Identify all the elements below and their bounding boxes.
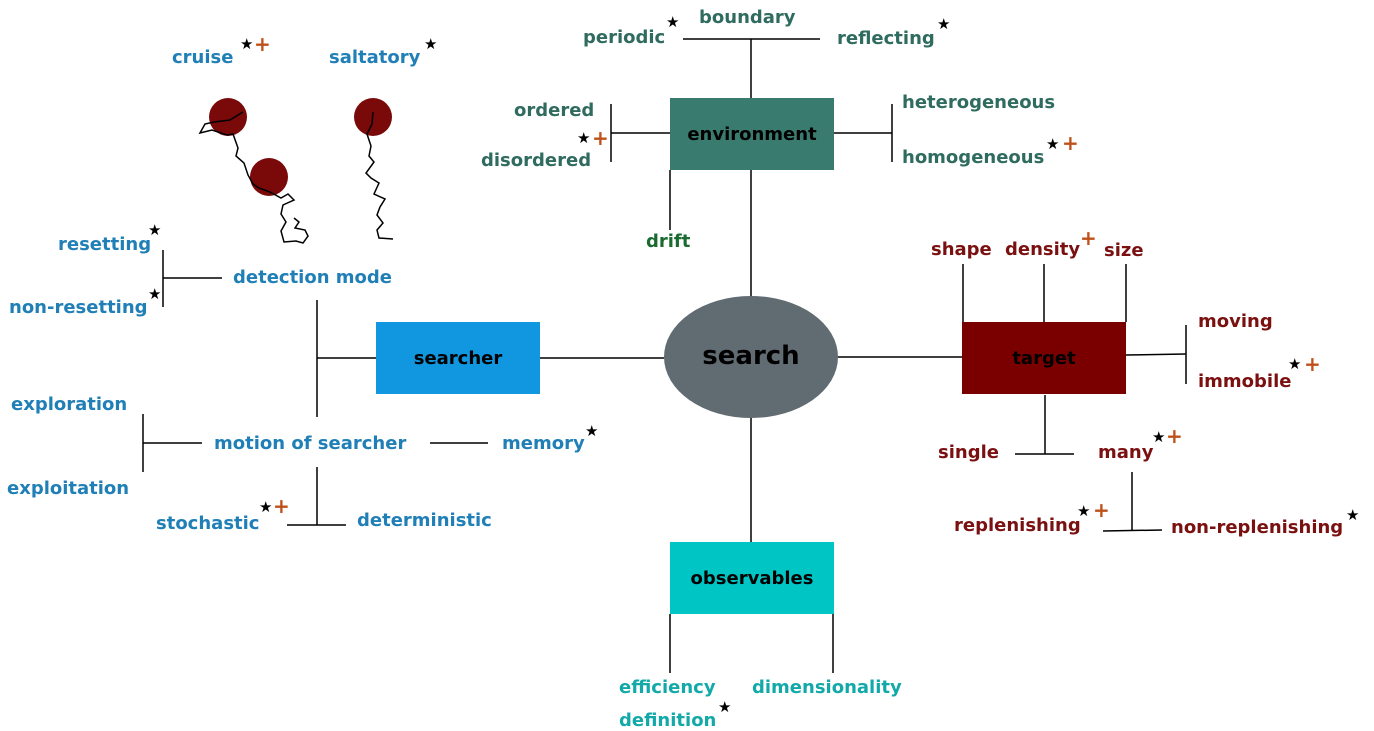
stochastic-label: stochastic: [156, 513, 260, 534]
shape-label: shape: [931, 239, 992, 260]
resetting-label: resetting: [58, 234, 152, 255]
plus-marker: +: [1166, 424, 1183, 448]
star-marker: ★: [240, 35, 254, 53]
searcher-box: searcher: [376, 322, 540, 394]
immobile-label: immobile: [1198, 371, 1292, 392]
size-label: size: [1104, 240, 1144, 261]
exploitation-label: exploitation: [7, 478, 130, 499]
deterministic-label: deterministic: [357, 510, 492, 531]
target-box: target: [962, 322, 1126, 394]
periodic-label: periodic: [583, 27, 666, 48]
search-center-label: search: [702, 341, 800, 371]
plus-marker: +: [1080, 226, 1097, 250]
environment-box: environment: [670, 98, 834, 170]
saltatory-label: saltatory: [329, 47, 421, 68]
star-marker: ★: [577, 129, 591, 147]
detection-mode-label: detection mode: [233, 267, 393, 288]
plus-marker: +: [592, 126, 609, 150]
plus-marker: +: [254, 32, 271, 56]
star-marker: ★: [148, 221, 162, 239]
star-marker: ★: [1077, 502, 1091, 520]
non-resetting-label: non-resetting: [9, 297, 148, 318]
plus-marker: +: [273, 494, 290, 518]
star-marker: ★: [1152, 428, 1166, 446]
star-marker: ★: [585, 422, 599, 440]
search-ellipse: [664, 296, 838, 418]
plus-marker: +: [1093, 498, 1110, 522]
exploration-label: exploration: [11, 394, 128, 415]
star-marker: ★: [1046, 135, 1060, 153]
star-marker: ★: [424, 35, 438, 53]
heterogeneous-label: heterogeneous: [902, 92, 1056, 113]
moving-label: moving: [1198, 311, 1273, 332]
reflecting-label: reflecting: [837, 28, 935, 49]
drift-label: drift: [646, 231, 691, 252]
motion-of-searcher-label: motion of searcher: [214, 433, 407, 454]
cruise-trajectory-sketch: [198, 98, 309, 244]
memory-label: memory: [502, 433, 585, 454]
density-label: density: [1005, 239, 1081, 260]
definition-label: definition: [619, 710, 717, 731]
homogeneous-label: homogeneous: [902, 147, 1045, 168]
replenishing-label: replenishing: [954, 515, 1081, 536]
dimensionality-label: dimensionality: [752, 677, 902, 698]
ordered-label: ordered: [514, 100, 595, 121]
plus-marker: +: [1304, 352, 1321, 376]
disordered-label: disordered: [481, 150, 592, 171]
plus-marker: +: [1062, 131, 1079, 155]
single-label: single: [938, 442, 999, 463]
cruise-label: cruise: [172, 47, 234, 68]
star-marker: ★: [1288, 355, 1302, 373]
star-marker: ★: [148, 285, 162, 303]
efficiency-label: efficiency: [619, 677, 716, 698]
star-marker: ★: [718, 698, 732, 716]
star-marker: ★: [666, 13, 680, 31]
star-marker: ★: [1346, 506, 1360, 524]
star-marker: ★: [259, 498, 273, 516]
observables-box: observables: [670, 542, 834, 614]
star-marker: ★: [937, 15, 951, 33]
non-replenishing-label: non-replenishing: [1171, 517, 1344, 538]
saltatory-trajectory-sketch: [354, 98, 394, 240]
many-label: many: [1098, 442, 1154, 463]
boundary-label: boundary: [699, 7, 796, 28]
